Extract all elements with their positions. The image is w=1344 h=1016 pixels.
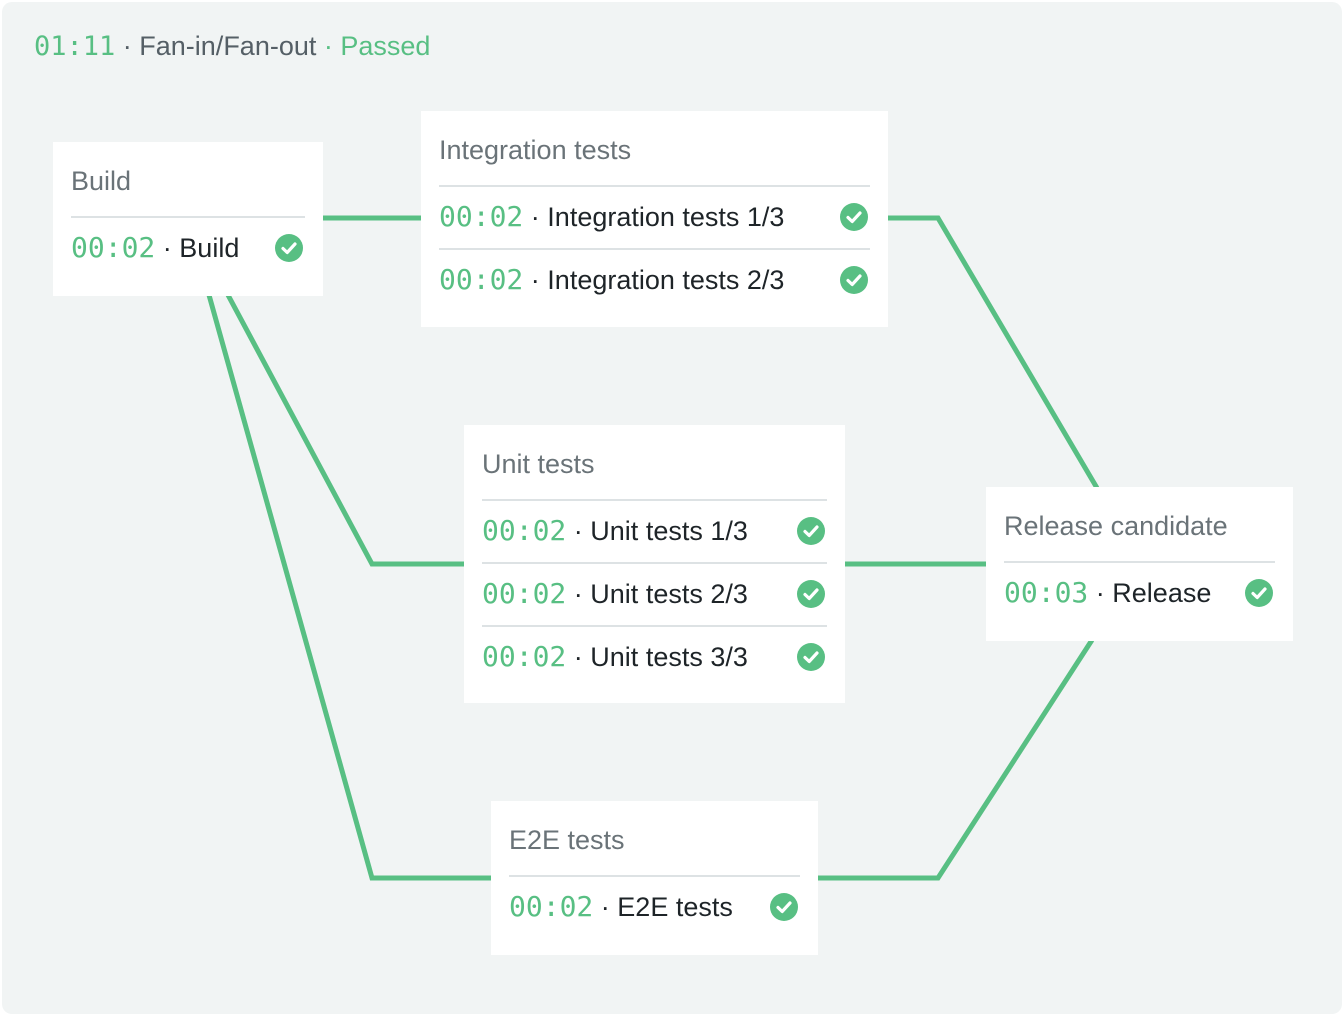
job-row[interactable]: 00:02 · Unit tests 3/3	[482, 625, 827, 688]
edge-integration-release	[888, 215, 1100, 490]
pipeline-name[interactable]: Fan-in/Fan-out	[139, 31, 317, 61]
check-circle-icon	[840, 266, 868, 294]
job-row[interactable]: 00:02 · Integration tests 2/3	[439, 248, 870, 311]
edge-build-unit	[225, 293, 466, 567]
job-duration: 00:02	[439, 263, 524, 296]
stage-title: Integration tests	[439, 111, 870, 187]
stage-integration-tests: Integration tests 00:02 · Integration te…	[421, 111, 888, 327]
check-circle-icon	[797, 517, 825, 545]
job-name: Build	[179, 233, 240, 263]
job-duration: 00:02	[439, 200, 524, 233]
job-row[interactable]: 00:03 · Release	[1004, 563, 1275, 624]
stage-unit-tests: Unit tests 00:02 · Unit tests 1/3 00:02 …	[464, 425, 845, 703]
pipeline-status: Passed	[340, 31, 431, 61]
edge-build-e2e	[206, 294, 492, 881]
stage-build: Build 00:02 · Build	[53, 142, 323, 296]
job-duration: 00:03	[1004, 576, 1089, 609]
pipeline-header: 01:11 · Fan-in/Fan-out · Passed	[34, 31, 431, 62]
stage-release-candidate: Release candidate 00:03 · Release	[986, 487, 1293, 641]
job-row[interactable]: 00:02 · Unit tests 1/3	[482, 501, 827, 562]
check-circle-icon	[1245, 579, 1273, 607]
job-row[interactable]: 00:02 · Build	[71, 218, 305, 279]
job-duration: 00:02	[482, 514, 567, 547]
job-duration: 00:02	[71, 231, 156, 264]
check-circle-icon	[275, 234, 303, 262]
check-circle-icon	[840, 203, 868, 231]
job-name: E2E tests	[617, 892, 733, 922]
stage-title: E2E tests	[509, 801, 800, 877]
job-row[interactable]: 00:02 · Unit tests 2/3	[482, 562, 827, 625]
check-circle-icon	[797, 643, 825, 671]
job-name: Integration tests 1/3	[547, 202, 785, 232]
job-row[interactable]: 00:02 · Integration tests 1/3	[439, 187, 870, 248]
job-duration: 00:02	[509, 890, 594, 923]
stage-e2e-tests: E2E tests 00:02 · E2E tests	[491, 801, 818, 955]
check-circle-icon	[797, 580, 825, 608]
job-duration: 00:02	[482, 640, 567, 673]
job-duration: 00:02	[482, 577, 567, 610]
job-name: Release	[1112, 578, 1212, 608]
edge-e2e-release	[818, 638, 1095, 881]
job-name: Unit tests 1/3	[590, 516, 748, 546]
stage-title: Build	[71, 142, 305, 218]
job-name: Integration tests 2/3	[547, 265, 785, 295]
pipeline-duration: 01:11	[34, 31, 116, 62]
check-circle-icon	[770, 893, 798, 921]
job-name: Unit tests 2/3	[590, 579, 748, 609]
job-row[interactable]: 00:02 · E2E tests	[509, 877, 800, 938]
stage-title: Unit tests	[482, 425, 827, 501]
stage-title: Release candidate	[1004, 487, 1275, 563]
job-name: Unit tests 3/3	[590, 642, 748, 672]
